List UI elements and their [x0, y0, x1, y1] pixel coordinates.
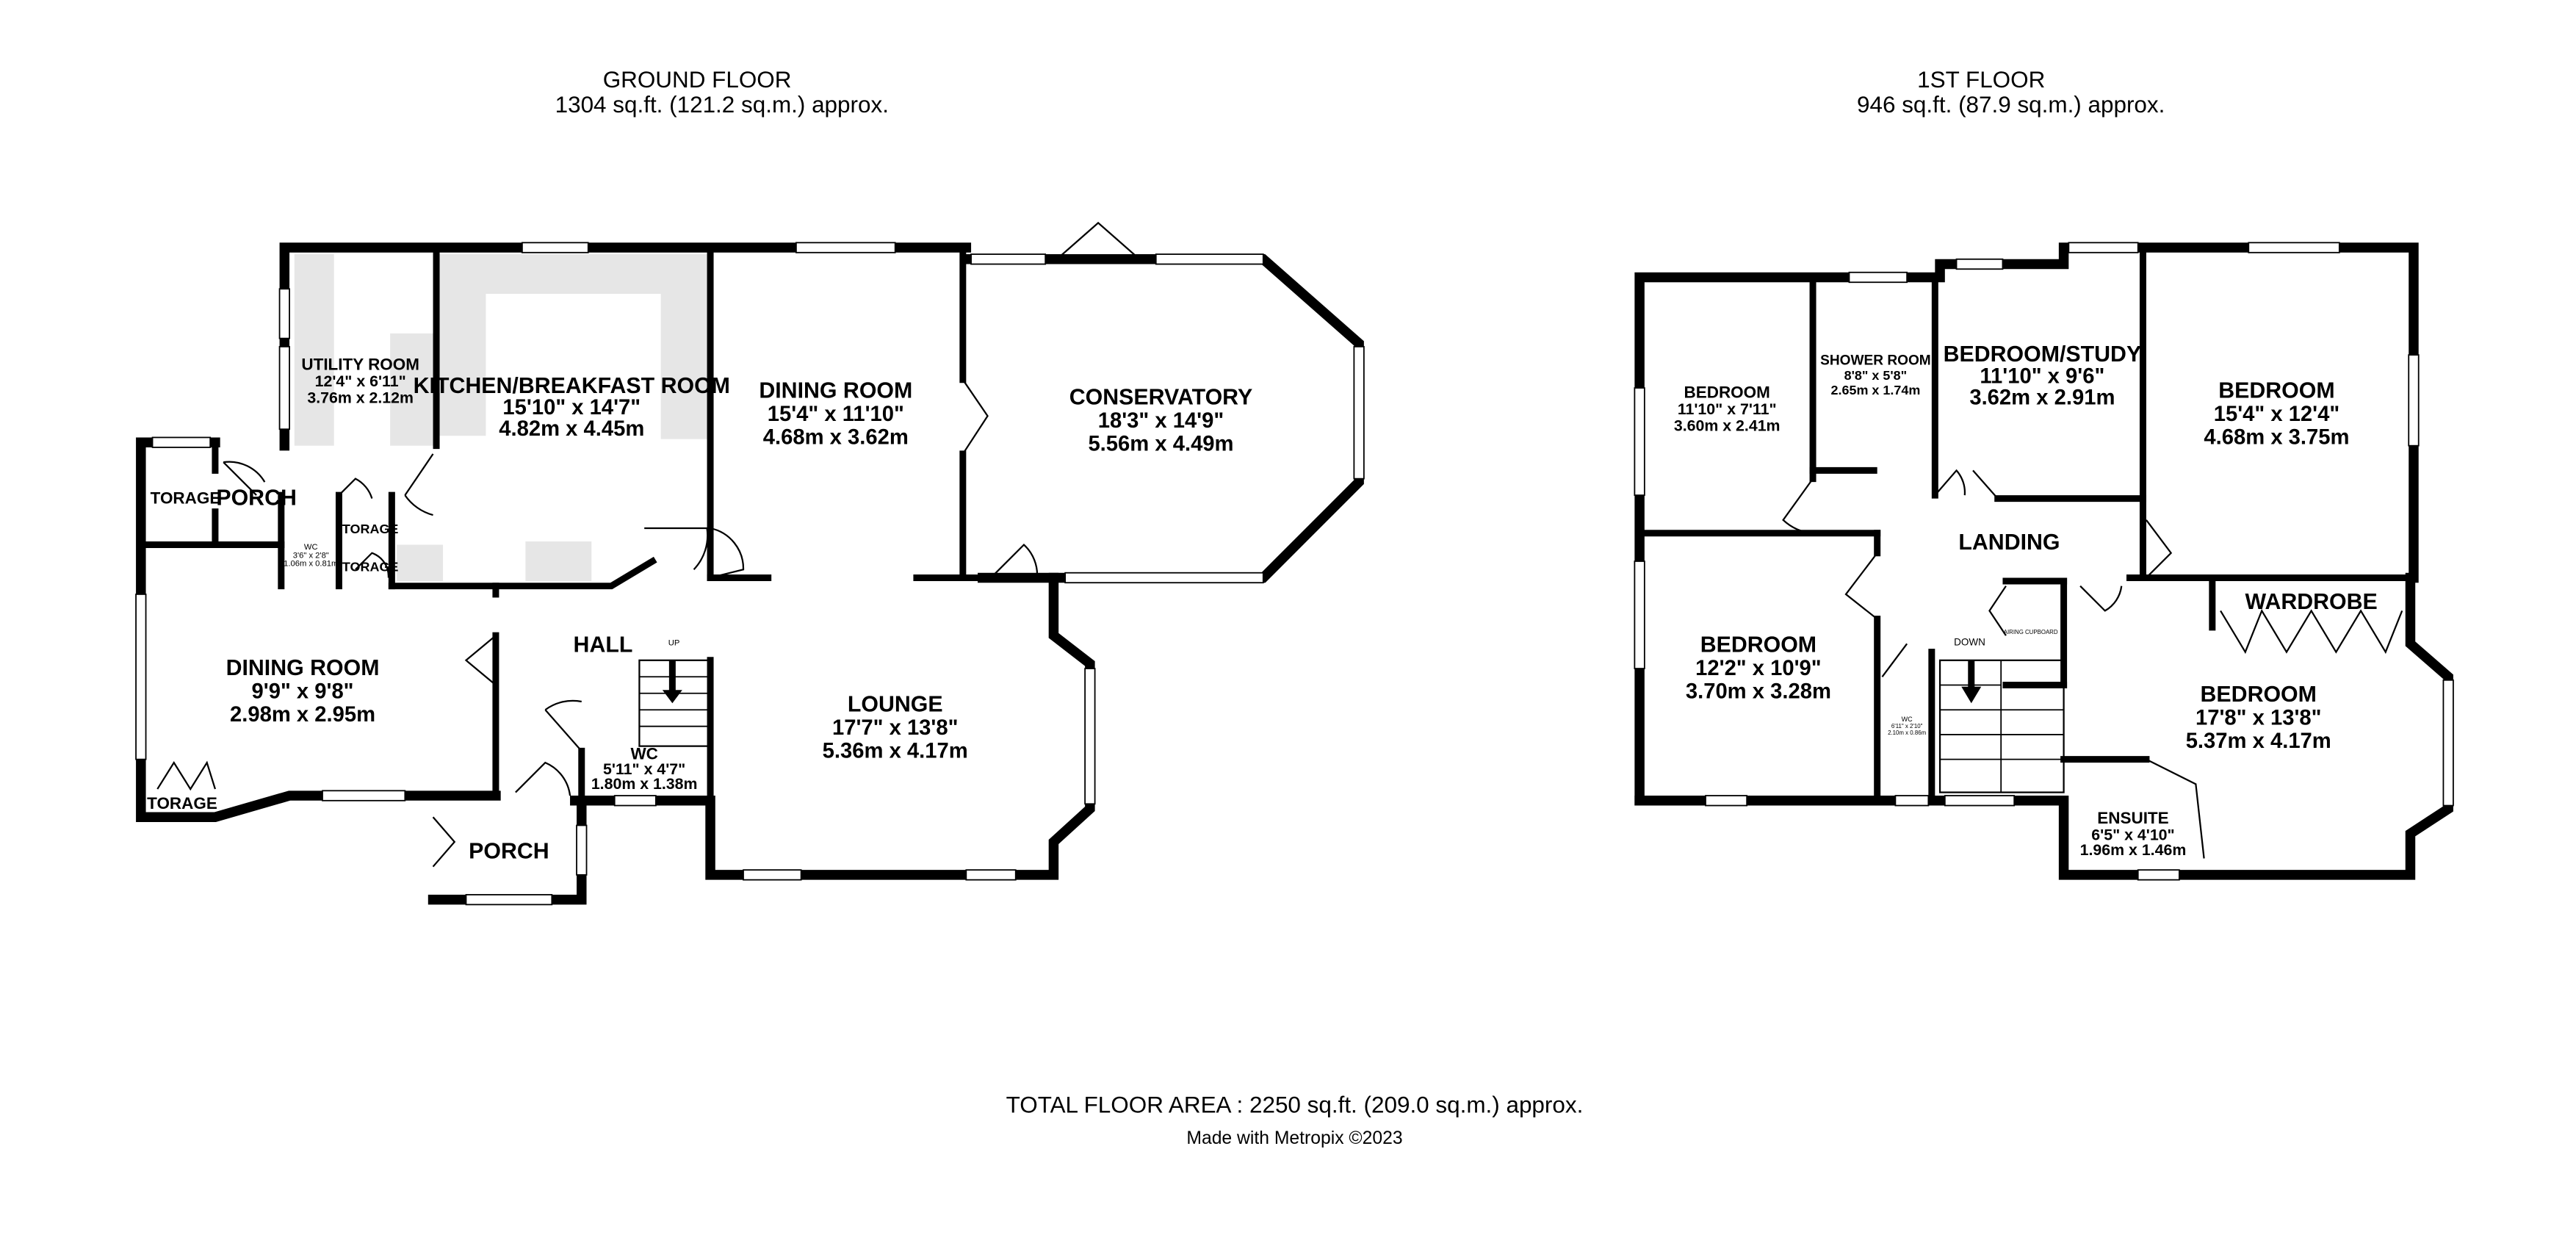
study-name: BEDROOM/STUDY — [1944, 342, 2142, 367]
small-wc-metric: 1.06m x 0.81m — [284, 560, 338, 569]
arrow-down-icon — [1961, 660, 1982, 704]
wardrobe-name: WARDROBE — [2245, 590, 2378, 614]
storage-4-name: TORAGE — [147, 794, 217, 813]
conservatory-metric: 5.56m x 4.49m — [1088, 432, 1233, 455]
ensuite-name: ENSUITE — [2097, 809, 2168, 827]
study-metric: 3.62m x 2.91m — [1969, 386, 2115, 410]
conservatory-imperial: 18'3" x 14'9" — [1098, 409, 1224, 433]
small-wc-name: WC — [304, 543, 318, 552]
credit: Made with Metropix ©2023 — [1186, 1128, 1402, 1148]
wc-metric: 1.80m x 1.38m — [591, 775, 698, 793]
airing-cupboard-label: AIRING CUPBOARD — [2004, 629, 2058, 635]
ensuite-metric: 1.96m x 1.46m — [2080, 841, 2187, 859]
shower-room-imperial: 8'8" x 5'8" — [1844, 368, 1908, 383]
kitchen-counters — [294, 254, 707, 581]
porch-west-name: PORCH — [216, 486, 297, 511]
ground-floor-area: 1304 sq.ft. (121.2 sq.m.) approx. — [555, 92, 889, 118]
first-wc-name: WC — [1902, 716, 1913, 723]
shower-room-metric: 2.65m x 1.74m — [1830, 383, 1920, 397]
dining-room-west-name: DINING ROOM — [226, 656, 380, 680]
small-wc-imperial: 3'6" x 2'8" — [293, 551, 329, 560]
dining-room-imperial: 15'4" x 11'10" — [768, 403, 904, 426]
total-floor-area: TOTAL FLOOR AREA : 2250 sq.ft. (209.0 sq… — [1006, 1092, 1584, 1117]
bedroom-master-imperial: 17'8" x 13'8" — [2196, 706, 2322, 729]
lounge-imperial: 17'7" x 13'8" — [832, 716, 959, 740]
hall-name: HALL — [574, 633, 633, 657]
wc-imperial: 5'11" x 4'7" — [603, 760, 685, 778]
storage-2-name: TORAGE — [342, 522, 399, 536]
landing-name: LANDING — [1958, 530, 2060, 555]
kitchen-imperial: 15'10" x 14'7" — [502, 396, 641, 419]
bedroom-sw-metric: 3.70m x 3.28m — [1686, 680, 1831, 703]
ground-floor-plan — [135, 221, 1365, 906]
kitchen-name: KITCHEN/BREAKFAST ROOM — [414, 374, 730, 398]
dining-room-west-imperial: 9'9" x 9'8" — [252, 680, 354, 703]
utility-room-imperial: 12'4" x 6'11" — [315, 372, 406, 390]
wc-name: WC — [630, 745, 657, 763]
doors — [156, 221, 1141, 868]
porch-front-name: PORCH — [469, 839, 549, 863]
bedroom-small-imperial: 11'10" x 7'11" — [1678, 400, 1777, 418]
shower-room-name: SHOWER ROOM — [1820, 353, 1931, 369]
bedroom-ne-name: BEDROOM — [2218, 379, 2334, 403]
first-floor-title: 1ST FLOOR — [1917, 67, 2045, 93]
bedroom-master-metric: 5.37m x 4.17m — [2186, 729, 2331, 753]
bedroom-master-name: BEDROOM — [2201, 682, 2317, 707]
first-wc-imperial: 6'11" x 2'10" — [1891, 723, 1923, 729]
doors-first-floor — [1782, 469, 2403, 859]
bedroom-sw-name: BEDROOM — [1700, 633, 1816, 657]
bedroom-small-metric: 3.60m x 2.41m — [1674, 417, 1781, 434]
dining-room-metric: 4.68m x 3.62m — [763, 425, 909, 449]
storage-3-name: TORAGE — [342, 559, 399, 574]
bedroom-small-name: BEDROOM — [1684, 383, 1770, 402]
first-floor-area: 946 sq.ft. (87.9 sq.m.) approx. — [1857, 92, 2165, 118]
study-imperial: 11'10" x 9'6" — [1980, 364, 2104, 388]
bedroom-ne-imperial: 15'4" x 12'4" — [2214, 403, 2340, 426]
lounge-metric: 5.36m x 4.17m — [823, 739, 968, 763]
dining-room-name: DINING ROOM — [759, 379, 912, 403]
stairs-down-label: DOWN — [1954, 637, 1985, 648]
conservatory-name: CONSERVATORY — [1069, 386, 1252, 410]
ground-floor-title: GROUND FLOOR — [603, 67, 792, 93]
bedroom-sw-imperial: 12'2" x 10'9" — [1695, 657, 1822, 680]
dining-room-west-metric: 2.98m x 2.95m — [230, 703, 375, 727]
storage-1-name: TORAGE — [151, 489, 221, 507]
stairs-up — [638, 659, 710, 747]
first-floor-plan — [1634, 242, 2454, 881]
ensuite-imperial: 6'5" x 4'10" — [2091, 826, 2174, 844]
lounge-name: LOUNGE — [848, 692, 943, 716]
arrow-down-icon — [662, 660, 682, 704]
stairs-down — [1938, 659, 2065, 793]
utility-room-name: UTILITY ROOM — [301, 355, 419, 373]
stairs-up-label: UP — [668, 639, 680, 648]
first-wc-metric: 2.10m x 0.86m — [1888, 729, 1926, 736]
utility-room-metric: 3.76m x 2.12m — [307, 389, 414, 406]
bedroom-ne-metric: 4.68m x 3.75m — [2204, 425, 2349, 449]
kitchen-metric: 4.82m x 4.45m — [499, 417, 644, 441]
